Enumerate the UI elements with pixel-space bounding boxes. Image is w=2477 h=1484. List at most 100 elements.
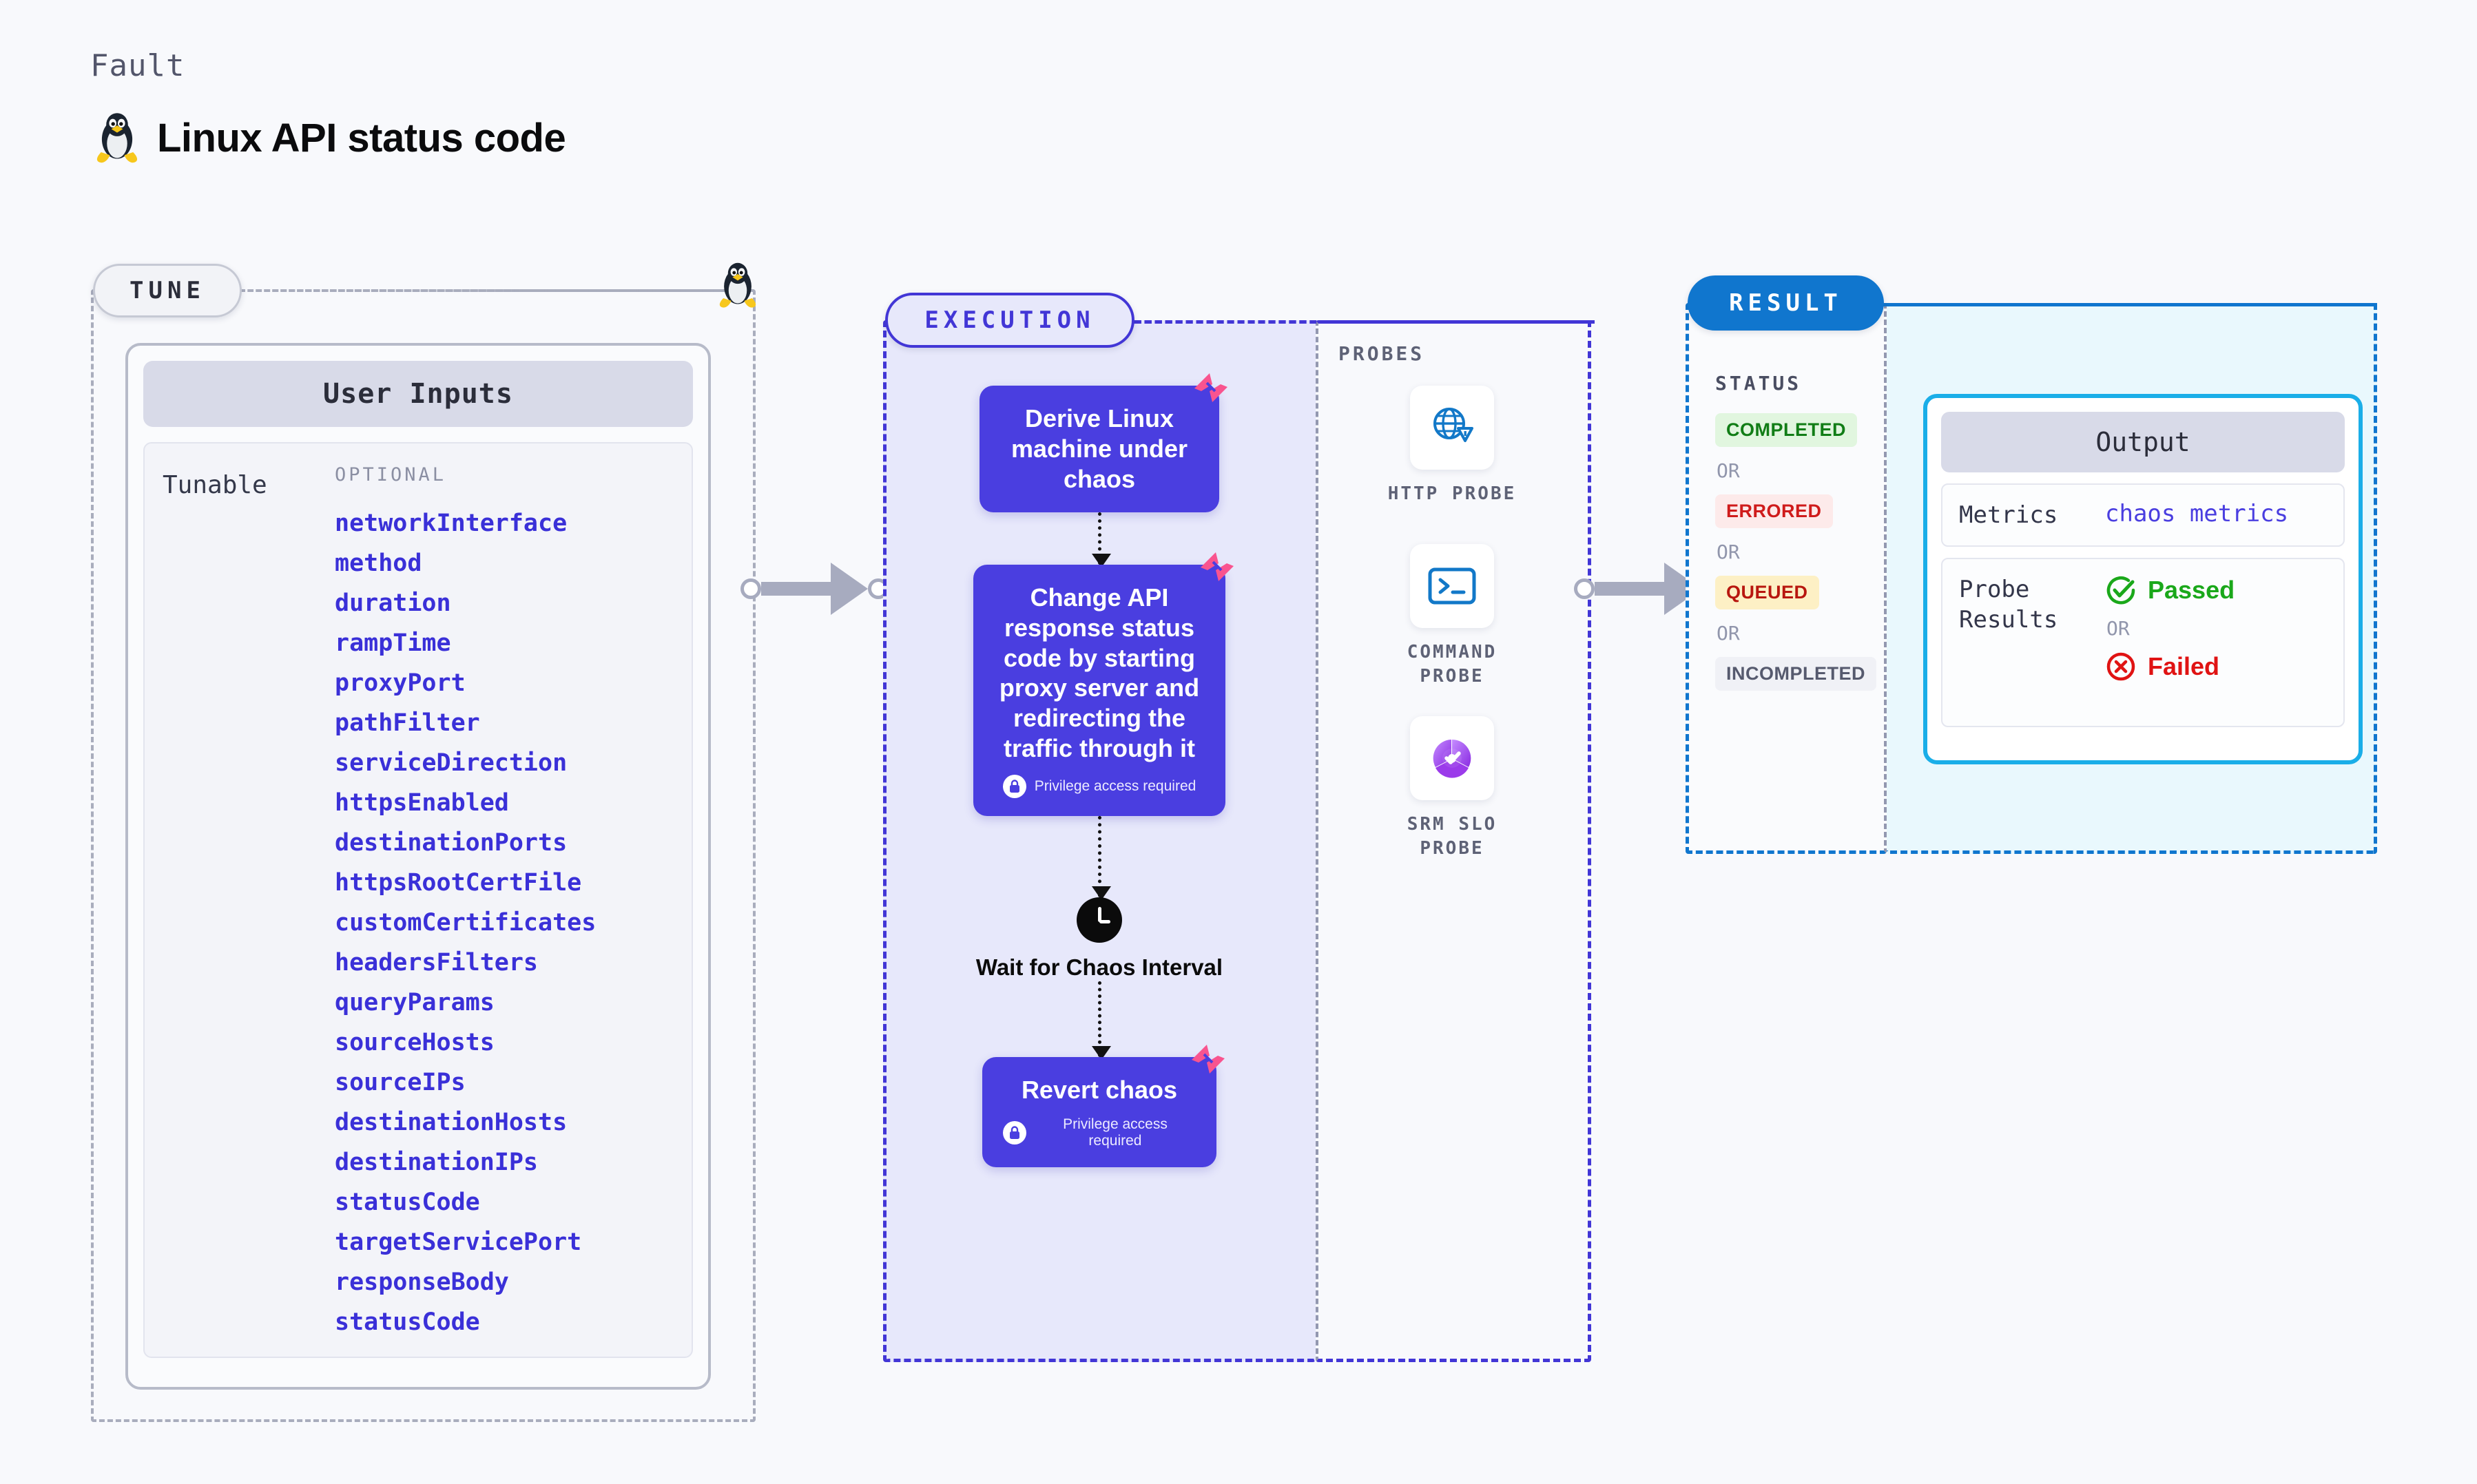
lock-icon: [1003, 1121, 1026, 1145]
connector-tune-to-execution: [740, 563, 889, 615]
param-item[interactable]: destinationIPs: [335, 1149, 539, 1176]
execution-step-revert-chaos[interactable]: Revert chaos Privilege access required: [982, 1045, 1225, 1168]
user-inputs-title: User Inputs: [143, 361, 693, 427]
linux-penguin-icon: [96, 113, 138, 163]
globe-warning-icon: [1410, 386, 1494, 470]
probe-http[interactable]: HTTP PROBE: [1369, 386, 1535, 506]
output-metrics-row: Metrics chaos metrics: [1941, 483, 2345, 547]
connector-arrowhead: [831, 563, 868, 615]
connector-bar: [1595, 582, 1666, 596]
privilege-note: Privilege access required: [1003, 1116, 1196, 1149]
param-item[interactable]: serviceDirection: [335, 749, 568, 777]
probe-label: SRM SLO PROBE: [1407, 814, 1497, 859]
param-item[interactable]: networkInterface: [335, 510, 568, 537]
status-badge: ERRORED: [1715, 494, 1833, 528]
output-card: Output Metrics chaos metrics Probe Resul…: [1923, 394, 2363, 764]
output-probe-results-row: Probe Results Passed OR Failed: [1941, 558, 2345, 728]
tunable-row: Tunable OPTIONAL networkInterface method d…: [143, 442, 693, 1358]
optional-header: OPTIONAL: [335, 464, 447, 485]
connector-start-dot: [1574, 578, 1595, 599]
user-inputs-panel: User Inputs Tunable OPTIONAL networkInte…: [125, 343, 711, 1390]
param-item[interactable]: httpsRootCertFile: [335, 869, 582, 897]
param-item[interactable]: proxyPort: [335, 669, 466, 697]
tunable-label: Tunable: [163, 471, 267, 499]
page-title-row: Linux API status code: [94, 110, 566, 165]
probes-title: PROBES: [1338, 342, 1425, 365]
failed-label: Failed: [2148, 652, 2220, 681]
page-title: Linux API status code: [157, 115, 566, 160]
param-item[interactable]: duration: [335, 589, 451, 617]
probe-results-key: Probe Results: [1959, 576, 2058, 634]
privilege-text: Privilege access required: [1063, 1116, 1168, 1149]
step-title: Derive Linux machine under chaos: [1011, 404, 1188, 493]
wait-label: Wait for Chaos Interval: [975, 954, 1223, 981]
param-item[interactable]: destinationPorts: [335, 829, 568, 857]
param-item[interactable]: rampTime: [335, 629, 451, 657]
param-item[interactable]: statusCode: [335, 1189, 480, 1216]
param-item[interactable]: pathFilter: [335, 709, 480, 737]
probe-result-passed: Passed: [2105, 574, 2235, 606]
passed-label: Passed: [2148, 576, 2235, 605]
execution-flow: Derive Linux machine under chaos Change …: [883, 373, 1316, 1168]
probe-command[interactable]: COMMAND PROBE: [1369, 544, 1535, 689]
privilege-text: Privilege access required: [1034, 778, 1196, 795]
flow-arrowhead: [1091, 1046, 1111, 1060]
param-item[interactable]: destinationHosts: [335, 1109, 568, 1136]
fault-eyebrow-label: Fault: [90, 48, 185, 83]
result-section-pill[interactable]: RESULT: [1688, 275, 1884, 331]
terminal-icon: [1410, 544, 1494, 628]
optional-params-column: OPTIONAL networkInterface method duration r…: [335, 464, 674, 1343]
step-title: Change API response status code by start…: [999, 583, 1200, 763]
probe-result-failed: Failed: [2105, 651, 2235, 682]
execution-step-change-status-code[interactable]: Change API response status code by start…: [973, 552, 1234, 817]
flow-connector-3: [1091, 981, 1111, 1060]
probe-label: HTTP PROBE: [1387, 483, 1517, 504]
execution-step-wait-interval: Wait for Chaos Interval: [883, 897, 1316, 981]
slo-donut-check-icon: [1410, 716, 1494, 800]
output-title: Output: [1941, 412, 2345, 472]
status-badge: INCOMPLETED: [1715, 657, 1877, 691]
flow-arrowhead: [1091, 553, 1111, 567]
execution-section-pill[interactable]: EXECUTION: [885, 293, 1134, 348]
param-item[interactable]: statusCode: [335, 1308, 480, 1336]
probes-dashed-container: [1316, 320, 1591, 1362]
status-or-label: OR: [1717, 622, 1740, 645]
tune-section-pill[interactable]: TUNE: [93, 264, 242, 317]
param-item[interactable]: customCertificates: [335, 909, 597, 937]
param-item[interactable]: httpsEnabled: [335, 789, 509, 817]
flow-connector-1: [1091, 512, 1111, 567]
connector-start-dot: [740, 578, 761, 599]
execution-dashed-top-line: [1134, 320, 1595, 324]
connector-bar: [761, 582, 832, 596]
param-item[interactable]: sourceIPs: [335, 1069, 466, 1096]
param-item[interactable]: responseBody: [335, 1268, 509, 1296]
metrics-key: Metrics: [1959, 501, 2058, 529]
param-item[interactable]: targetServicePort: [335, 1229, 582, 1256]
clock-icon: [1077, 897, 1122, 943]
privilege-note: Privilege access required: [994, 775, 1205, 799]
step-title: Revert chaos: [1021, 1076, 1178, 1105]
param-item[interactable]: queryParams: [335, 989, 495, 1016]
param-item[interactable]: headersFilters: [335, 949, 539, 976]
chaos-badge-icon: [1192, 1045, 1225, 1074]
status-badge: COMPLETED: [1715, 413, 1858, 447]
status-or-label: OR: [1717, 459, 1740, 482]
probe-label: COMMAND PROBE: [1407, 642, 1497, 687]
x-circle-icon: [2106, 652, 2135, 681]
param-list: networkInterface method duration rampTime pr…: [335, 503, 674, 1342]
check-circle-icon: [2106, 576, 2135, 605]
status-or-label: OR: [1717, 541, 1740, 563]
param-item[interactable]: method: [335, 550, 422, 577]
result-dashed-top-line: [1884, 303, 2377, 306]
probe-or-label: OR: [2106, 617, 2130, 640]
linux-penguin-corner-icon: [719, 262, 756, 308]
param-item[interactable]: sourceHosts: [335, 1029, 495, 1056]
probe-srm-slo[interactable]: SRM SLO PROBE: [1369, 716, 1535, 861]
status-title: STATUS: [1715, 372, 1802, 395]
execution-step-derive-machine[interactable]: Derive Linux machine under chaos: [980, 373, 1227, 512]
tune-dashed-top-line: [240, 289, 736, 292]
flow-connector-2: [1091, 816, 1111, 901]
metrics-value[interactable]: chaos metrics: [2105, 500, 2289, 527]
